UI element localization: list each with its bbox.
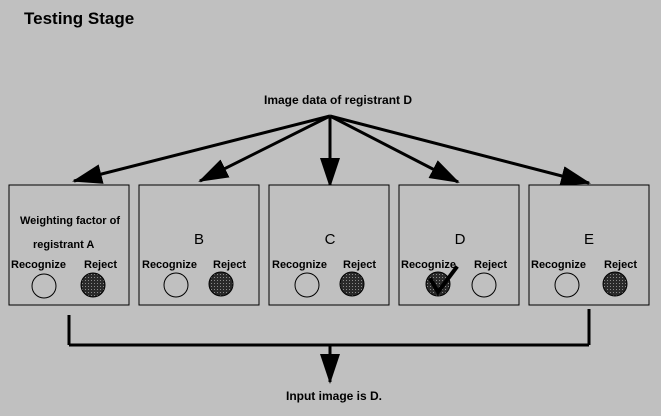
top-arrows (72, 114, 591, 188)
box-e-reject-circle (602, 271, 628, 297)
box-d-checkmark-icon (428, 265, 459, 296)
arrow-to-box-d (329, 114, 460, 184)
box-b-recognize-circle (163, 272, 189, 298)
box-c-recognize-circle (294, 272, 320, 298)
box-d-reject-circle (471, 272, 497, 298)
arrow-to-box-e (329, 114, 591, 186)
box-a-line1: Weighting factor of (20, 215, 120, 227)
box-c-recognize-label: Recognize (272, 259, 327, 271)
arrow-to-box-b (198, 114, 331, 183)
box-c-frame (268, 184, 390, 306)
box-c: C Recognize Reject (268, 184, 390, 306)
bottom-connector (67, 309, 591, 384)
box-d-frame (398, 184, 520, 306)
bottom-label: Input image is D. (286, 389, 382, 403)
box-a-reject-circle (80, 272, 106, 298)
box-b-recognize-label: Recognize (142, 259, 197, 271)
box-d-letter: D (455, 231, 466, 248)
box-d-reject-label: Reject (474, 259, 507, 271)
box-e-letter: E (584, 231, 594, 248)
page-title: Testing Stage (24, 9, 134, 28)
box-e: E Recognize Reject (528, 184, 650, 306)
box-a-recognize-label: Recognize (11, 259, 66, 271)
box-a-line2: registrant A (33, 239, 94, 251)
top-label: Image data of registrant D (264, 93, 412, 107)
box-c-reject-label: Reject (343, 259, 376, 271)
box-e-recognize-label: Recognize (531, 259, 586, 271)
box-e-reject-label: Reject (604, 259, 637, 271)
box-b-reject-circle (208, 271, 234, 297)
box-c-letter: C (325, 231, 336, 248)
box-d: D Recognize Reject (398, 184, 520, 306)
box-b-reject-label: Reject (213, 259, 246, 271)
box-d-recognize-label: Recognize (401, 259, 456, 271)
box-e-frame (528, 184, 650, 306)
box-e-recognize-circle (554, 272, 580, 298)
box-a-reject-label: Reject (84, 259, 117, 271)
box-a: Weighting factor of registrant A Recogni… (8, 184, 130, 306)
box-b-frame (138, 184, 260, 306)
box-b: B Recognize Reject (138, 184, 260, 306)
box-b-letter: B (194, 231, 204, 248)
arrow-to-box-a (72, 114, 331, 184)
box-a-frame (8, 184, 130, 306)
box-a-recognize-circle (31, 273, 57, 299)
box-c-reject-circle (339, 271, 365, 297)
